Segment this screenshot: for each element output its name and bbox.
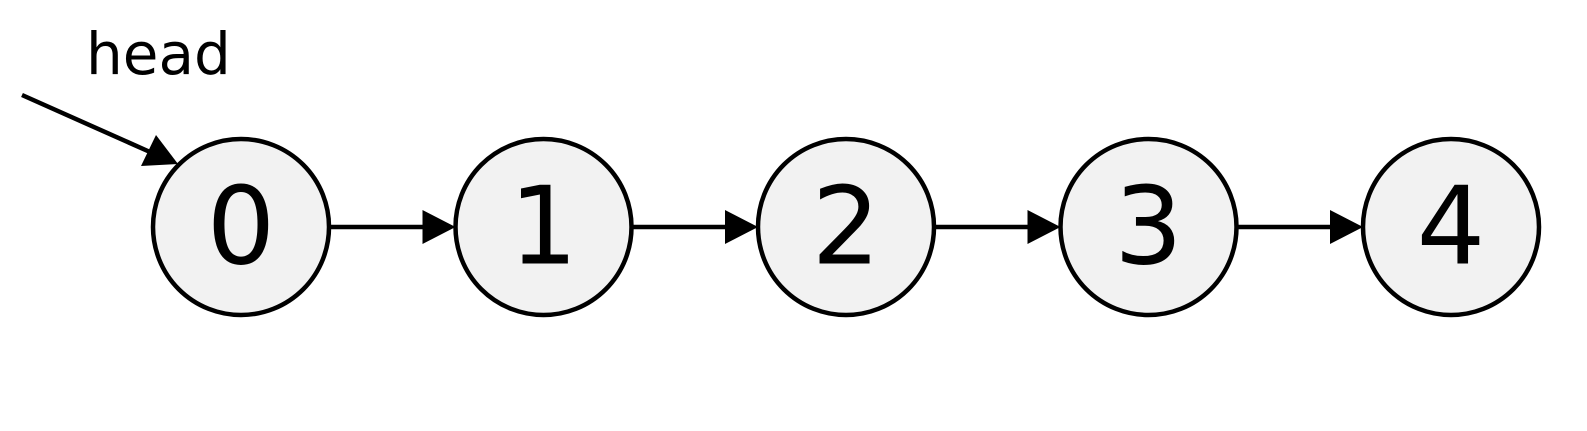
node-circle [1058,136,1239,318]
nodes-layer: 0 1 2 3 4 [150,136,1542,318]
head-arrow-line [21,92,151,155]
node-value: 3 [1114,165,1183,290]
node-circle [755,136,937,318]
edges-layer [329,210,1363,244]
link-arrowhead [422,210,456,244]
link-arrowhead [725,210,758,244]
node-circle [453,136,634,318]
link-arrowhead [1330,210,1363,244]
link-arrowhead [1027,210,1061,244]
node-value: 0 [207,165,276,290]
link-arrow-1-2 [631,210,758,244]
link-arrow-2-3 [934,210,1061,244]
head-pointer: head [21,20,231,166]
node-circle [150,136,332,318]
node-value: 1 [509,165,578,290]
link-arrow-0-1 [329,210,456,244]
list-node-1: 1 [453,136,634,318]
list-node-3: 3 [1058,136,1239,318]
node-circle [1360,136,1542,318]
list-node-2: 2 [755,136,937,318]
list-node-0: 0 [150,136,332,318]
link-arrow-3-4 [1236,210,1363,244]
head-arrowhead [141,135,178,166]
node-value: 4 [1417,165,1486,290]
list-node-4: 4 [1360,136,1542,318]
node-value: 2 [812,165,881,290]
head-label: head [86,20,231,88]
